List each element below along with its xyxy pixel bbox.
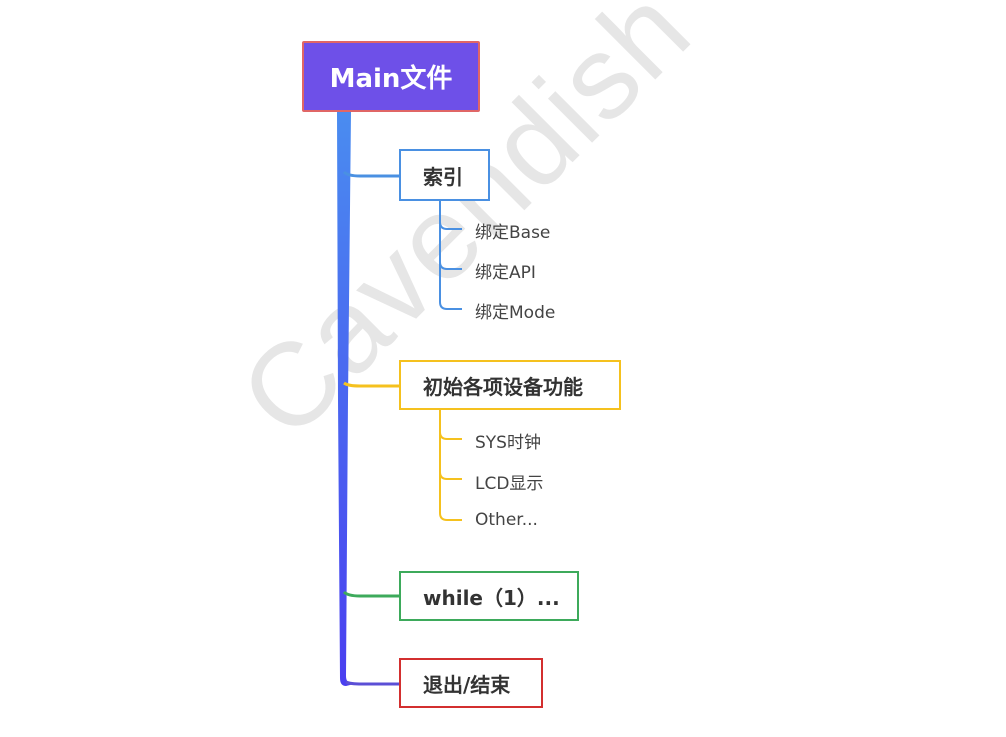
branch-node-exit[interactable]: 退出/结束 bbox=[399, 658, 543, 708]
branch-node-index[interactable]: 索引 bbox=[399, 149, 490, 201]
leaf-connector-init bbox=[439, 410, 462, 521]
branch-connector-while bbox=[342, 590, 399, 598]
leaf-bind-api[interactable]: 绑定API bbox=[475, 263, 536, 283]
branch-node-while-loop[interactable]: while（1）... bbox=[399, 571, 579, 621]
branch-connector-exit bbox=[345, 680, 399, 686]
branch-connector-init bbox=[343, 381, 399, 388]
leaf-lcd-display[interactable]: LCD显示 bbox=[475, 474, 544, 494]
branch-connector-index bbox=[342, 170, 399, 178]
leaf-bind-base[interactable]: 绑定Base bbox=[475, 223, 551, 243]
leaf-other[interactable]: Other... bbox=[475, 510, 538, 530]
leaf-connector-index bbox=[439, 201, 462, 310]
branch-node-init-devices[interactable]: 初始各项设备功能 bbox=[399, 360, 621, 410]
root-node-main[interactable]: Main文件 bbox=[302, 41, 480, 112]
leaf-bind-mode[interactable]: 绑定Mode bbox=[475, 303, 556, 323]
trunk-line bbox=[337, 112, 354, 686]
leaf-sys-clock[interactable]: SYS时钟 bbox=[475, 433, 541, 453]
